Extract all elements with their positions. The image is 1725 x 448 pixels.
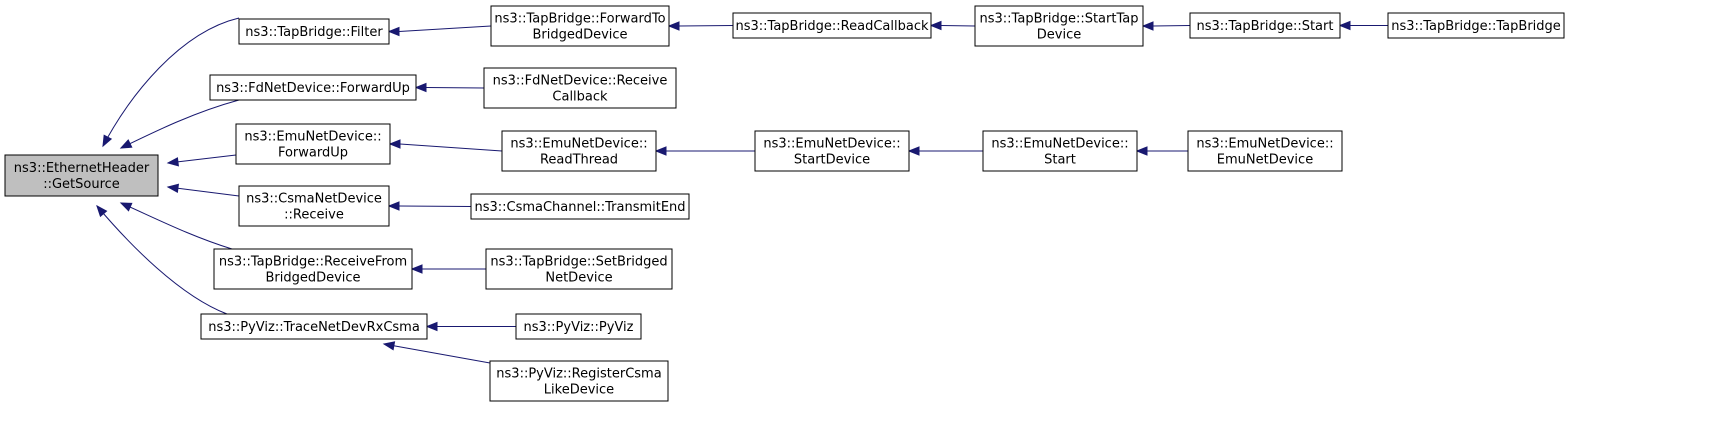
edge-tb_filter-to-get_source <box>102 17 240 148</box>
node-box <box>489 360 669 402</box>
node-box <box>483 67 677 109</box>
node-label-line: ForwardUp <box>278 146 348 161</box>
edge-fd_forward_up-to-get_source <box>119 99 240 149</box>
node-tb-start[interactable]: ns3::TapBridge::Start <box>1189 12 1341 39</box>
edge-tb_start_tap-to-tb_read_callback <box>929 20 976 31</box>
node-get-source[interactable]: ns3::EthernetHeader::GetSource <box>4 154 159 197</box>
node-box <box>200 313 428 340</box>
edge-emu_forward_up-to-get_source <box>166 154 237 167</box>
nodes-layer: ns3::EthernetHeader::GetSourcens3::TapBr… <box>4 5 1565 402</box>
node-box <box>4 154 159 197</box>
edge-emu_start-to-emu_start_device <box>907 146 983 156</box>
node-box <box>1187 130 1343 172</box>
node-emu-read-thread[interactable]: ns3::EmuNetDevice::ReadThread <box>501 130 657 172</box>
node-fd-forward-up[interactable]: ns3::FdNetDevice::ForwardUp <box>209 74 417 101</box>
edge-tb_forward_to-to-tb_filter <box>387 25 492 37</box>
node-label-line: ns3::EmuNetDevice:: <box>991 137 1128 152</box>
node-box <box>515 313 642 340</box>
edge-tb_read_callback-to-tb_forward_to <box>667 21 734 31</box>
edge-pyviz_trace-to-get_source <box>96 204 228 315</box>
node-label-line: ns3::EmuNetDevice:: <box>763 137 900 152</box>
node-box <box>732 12 932 39</box>
node-label-line: ns3::FdNetDevice::Receive <box>493 74 668 89</box>
node-label-line: ns3::TapBridge::Filter <box>245 25 383 40</box>
node-label-line: ::Receive <box>284 208 344 223</box>
node-emu-forward-up[interactable]: ns3::EmuNetDevice::ForwardUp <box>235 123 391 165</box>
node-label-line: ns3::CsmaNetDevice <box>246 192 382 207</box>
node-label-line: StartDevice <box>794 153 870 168</box>
edge-pyviz_ctor-to-pyviz_trace <box>425 321 516 332</box>
edge-fd_receive_cb-to-fd_forward_up <box>414 82 485 93</box>
edge-emu_read_thread-to-emu_forward_up <box>388 139 503 152</box>
node-box <box>485 248 673 290</box>
node-label-line: ns3::EmuNetDevice:: <box>510 137 647 152</box>
node-label-line: ReadThread <box>540 153 618 168</box>
node-label-line: ns3::PyViz::PyViz <box>524 320 634 335</box>
node-label-line: BridgedDevice <box>532 28 627 43</box>
node-emu-start-device[interactable]: ns3::EmuNetDevice::StartDevice <box>754 130 910 172</box>
node-box <box>213 248 413 290</box>
node-label-line: EmuNetDevice <box>1217 153 1313 168</box>
node-box <box>982 130 1138 172</box>
node-box <box>238 185 390 227</box>
node-label-line: ns3::TapBridge::TapBridge <box>1391 19 1561 34</box>
node-box <box>238 18 390 45</box>
node-label-line: ns3::EmuNetDevice:: <box>1196 137 1333 152</box>
node-label-line: ::GetSource <box>43 177 120 192</box>
node-box <box>974 5 1144 47</box>
node-csma-transmit-end[interactable]: ns3::CsmaChannel::TransmitEnd <box>470 193 690 220</box>
node-box <box>754 130 910 172</box>
node-label-line: ns3::FdNetDevice::ForwardUp <box>216 81 410 96</box>
node-box <box>209 74 417 101</box>
edge-emu_ctor-to-emu_start <box>1135 146 1188 156</box>
node-pyviz-trace[interactable]: ns3::PyViz::TraceNetDevRxCsma <box>200 313 428 340</box>
node-label-line: BridgedDevice <box>265 271 360 286</box>
edge-csma_transmit_end-to-csma_receive <box>387 201 472 211</box>
node-emu-ctor[interactable]: ns3::EmuNetDevice::EmuNetDevice <box>1187 130 1343 172</box>
node-box <box>470 193 690 220</box>
edge-pyviz_register-to-pyviz_trace <box>382 341 491 364</box>
edge-tb_receive_from-to-get_source <box>119 202 233 250</box>
node-pyviz-ctor[interactable]: ns3::PyViz::PyViz <box>515 313 642 340</box>
node-label-line: ns3::TapBridge::ForwardTo <box>494 12 665 27</box>
node-label-line: ns3::EthernetHeader <box>14 161 150 176</box>
node-tb-filter[interactable]: ns3::TapBridge::Filter <box>238 18 390 45</box>
node-label-line: ns3::PyViz::RegisterCsma <box>496 367 661 382</box>
node-label-line: Device <box>1037 28 1081 43</box>
node-label-line: ns3::TapBridge::Start <box>1197 19 1334 34</box>
edge-emu_start_device-to-emu_read_thread <box>654 146 755 156</box>
node-label-line: ns3::TapBridge::ReceiveFrom <box>219 255 407 270</box>
node-box <box>1387 12 1565 39</box>
node-label-line: ns3::CsmaChannel::TransmitEnd <box>474 200 685 215</box>
node-box <box>501 130 657 172</box>
edge-tb_set_bridged-to-tb_receive_from <box>410 264 486 274</box>
edge-csma_receive-to-get_source <box>166 183 240 197</box>
node-box <box>235 123 391 165</box>
node-csma-receive[interactable]: ns3::CsmaNetDevice::Receive <box>238 185 390 227</box>
node-emu-start[interactable]: ns3::EmuNetDevice::Start <box>982 130 1138 172</box>
edge-tb_start-to-tb_start_tap <box>1141 21 1191 31</box>
node-label-line: ns3::EmuNetDevice:: <box>244 130 381 145</box>
node-box <box>1189 12 1341 39</box>
edges-layer <box>96 17 1388 364</box>
node-label-line: ns3::TapBridge::StartTap <box>980 12 1139 27</box>
node-label-line: ns3::TapBridge::ReadCallback <box>735 19 928 34</box>
node-label-line: Start <box>1044 153 1076 168</box>
node-label-line: NetDevice <box>545 271 612 286</box>
node-label-line: ns3::TapBridge::SetBridged <box>490 255 667 270</box>
node-box <box>490 5 670 47</box>
node-label-line: ns3::PyViz::TraceNetDevRxCsma <box>208 320 420 335</box>
node-tb-tapbridge[interactable]: ns3::TapBridge::TapBridge <box>1387 12 1565 39</box>
node-label-line: LikeDevice <box>544 383 614 398</box>
node-label-line: Callback <box>552 90 608 105</box>
node-tb-read-callback[interactable]: ns3::TapBridge::ReadCallback <box>732 12 932 39</box>
edge-tb_tapbridge-to-tb_start <box>1338 20 1388 31</box>
